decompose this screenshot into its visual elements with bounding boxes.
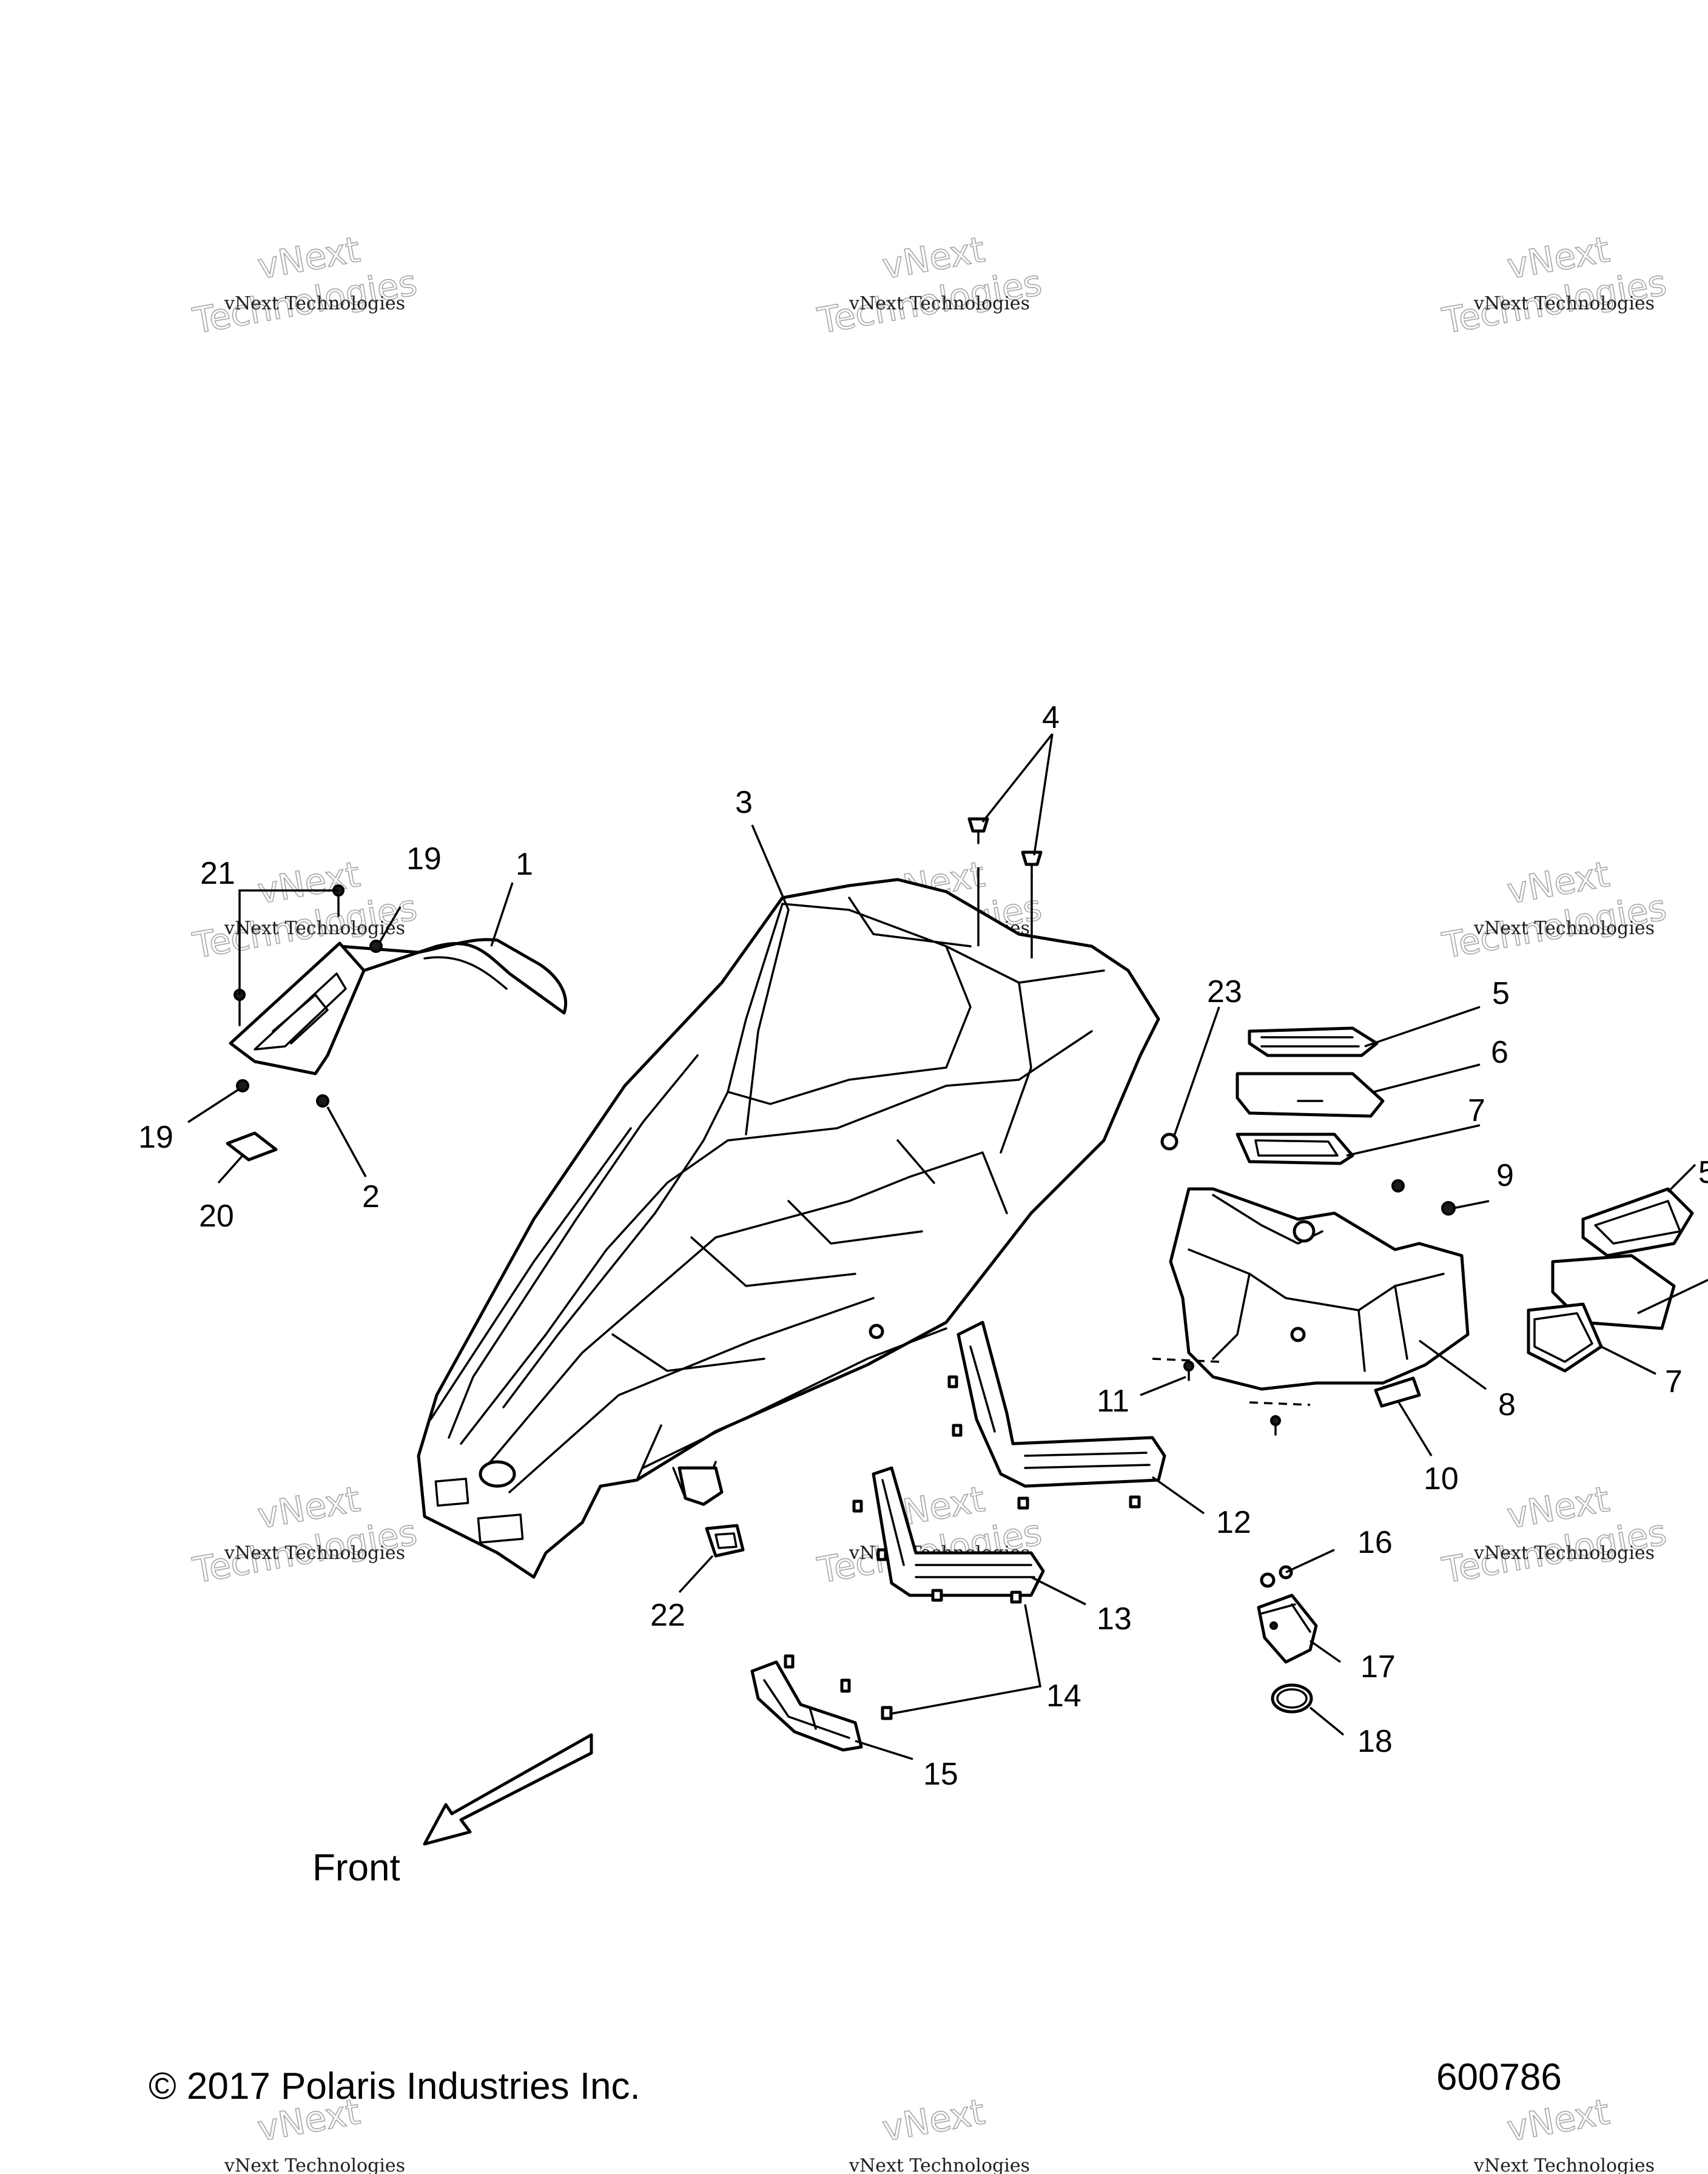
svg-text:vNext: vNext: [1504, 2091, 1613, 2149]
watermark-small: vNext Technologies: [224, 293, 405, 314]
callout-23: 23: [1207, 974, 1242, 1009]
callout-5: 5: [1492, 976, 1510, 1011]
part-6-filter-element: [1236, 1072, 1385, 1118]
leader-lines: [187, 733, 1708, 1760]
svg-text:vNext Technologies: vNext Technologies: [1473, 293, 1655, 314]
svg-text:vNext Technologies: vNext Technologies: [1473, 1543, 1655, 1564]
svg-text:vNext Technologies: vNext Technologies: [1473, 918, 1655, 939]
front-direction-arrow: [423, 1733, 593, 1846]
part-13-front-grille: [852, 1466, 1045, 1604]
callout-19b: 19: [138, 1120, 173, 1155]
watermark: vNext Technologies vNext Technologies: [814, 228, 1045, 342]
svg-text:vNext Technologies: vNext Technologies: [224, 2155, 405, 2174]
callout-labels: 1 2 3 4 5 5 6 7 7 8 9 10 11 12 13 14 15 …: [138, 700, 1708, 1792]
part-23-clip: [1160, 1132, 1178, 1151]
callout-13: 13: [1097, 1601, 1132, 1637]
part-5-filter-cover-alt: [1581, 1187, 1694, 1257]
part-15-lower-grille: [750, 1654, 863, 1752]
watermark: vNext Technologies vNext Technologies: [189, 228, 420, 342]
part-12-side-grille: [947, 1321, 1166, 1510]
watermark: vNext vNext Technologies: [1473, 2090, 1655, 2174]
part-22-bracket: [677, 1466, 745, 1558]
part-18-ring: [1271, 1683, 1313, 1714]
callout-15: 15: [923, 1757, 958, 1792]
part-10-pad: [1374, 1376, 1421, 1408]
watermark: vNext Technologies vNext Technologies: [1439, 228, 1670, 342]
part-19-nut-lower: [236, 1079, 249, 1092]
part-2-nut: [316, 1094, 329, 1108]
svg-text:vNext Technologies: vNext Technologies: [849, 293, 1030, 314]
figure-number: 600786: [1436, 2056, 1562, 2098]
callout-20: 20: [199, 1199, 234, 1234]
callout-4: 4: [1042, 700, 1060, 735]
callout-7: 7: [1468, 1093, 1485, 1128]
part-4-push-pins: [967, 817, 1043, 958]
copyright-text: © 2017 Polaris Industries Inc.: [149, 2065, 640, 2107]
part-16-fastener: [1260, 1572, 1276, 1588]
part-21-screws: [234, 884, 345, 1026]
part-8-airbox: [1169, 1187, 1470, 1391]
callout-21: 21: [200, 856, 235, 891]
callout-5b: 5: [1698, 1155, 1708, 1190]
callout-8: 8: [1498, 1387, 1516, 1422]
part-17-bracket: [1257, 1593, 1318, 1664]
callout-3: 3: [735, 785, 753, 820]
callout-9: 9: [1496, 1158, 1514, 1193]
callout-14: 14: [1046, 1678, 1081, 1714]
part-20-pad: [226, 1131, 278, 1162]
callout-6: 6: [1491, 1035, 1508, 1070]
callout-1: 1: [516, 847, 533, 882]
watermark: vNext vNext Technologies: [849, 2090, 1030, 2174]
part-7-filter-gasket-alt: [1527, 1302, 1603, 1373]
watermark: vNext Technologies vNext Technologies: [1439, 1478, 1670, 1592]
callout-12: 12: [1216, 1505, 1251, 1540]
callout-16: 16: [1357, 1525, 1393, 1560]
svg-text:vNext Technologies: vNext Technologies: [224, 1543, 405, 1564]
callout-7b: 7: [1665, 1364, 1683, 1399]
part-7-filter-gasket: [1236, 1132, 1354, 1165]
front-label: Front: [312, 1847, 400, 1889]
part-1-side-duct: [229, 938, 568, 1075]
part-11-screws: [1152, 1358, 1311, 1436]
callout-10: 10: [1424, 1461, 1459, 1496]
part-3-hood: [417, 878, 1160, 1579]
watermark: vNext Technologies vNext Technologies: [1439, 853, 1670, 967]
part-5-filter-cover: [1248, 1026, 1379, 1057]
callout-17: 17: [1360, 1649, 1396, 1684]
part-19-nut-upper: [369, 940, 383, 953]
svg-text:vNext Technologies: vNext Technologies: [224, 918, 405, 939]
callout-18: 18: [1357, 1724, 1393, 1759]
svg-text:vNext Technologies: vNext Technologies: [849, 2155, 1030, 2174]
part-9-screw: [1391, 1179, 1405, 1193]
callout-19: 19: [406, 841, 442, 877]
svg-text:vNext Technologies: vNext Technologies: [1473, 2155, 1655, 2174]
callout-22: 22: [650, 1598, 685, 1633]
watermark: vNext Technologies vNext Technologies: [189, 1478, 420, 1592]
part-14-clip: [881, 1706, 893, 1720]
callout-11: 11: [1097, 1384, 1129, 1419]
callout-2: 2: [362, 1179, 380, 1214]
svg-text:vNext: vNext: [879, 2091, 988, 2149]
